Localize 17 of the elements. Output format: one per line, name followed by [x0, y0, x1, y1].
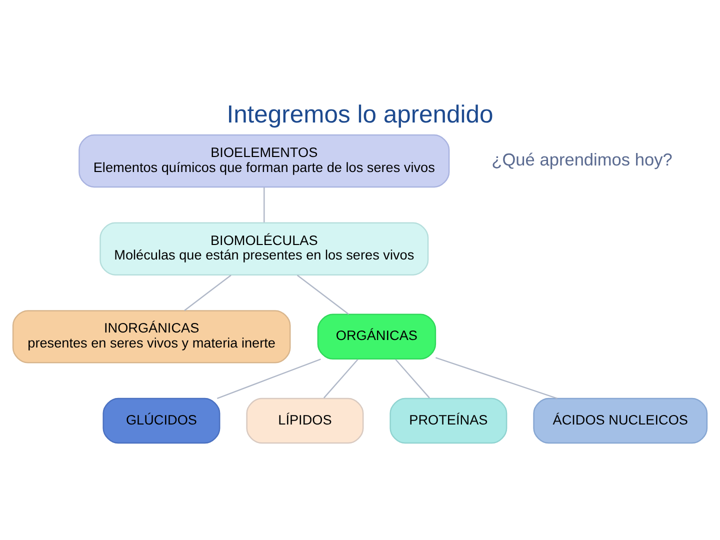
node-box: ORGÁNICAS	[317, 313, 436, 360]
node-box: BIOMOLÉCULAS Moléculas que están presentes en los seres vivos	[100, 222, 429, 275]
node-box: ÁCIDOS NUCLEICOS	[533, 397, 708, 444]
connector	[184, 274, 232, 310]
node-box: GLÚCIDOS	[102, 397, 220, 444]
connector	[296, 274, 350, 314]
node-box: INORGÁNICAS presentes en seres vivos y materia inerte	[12, 310, 291, 363]
label: ¿Qué aprendimos hoy?	[492, 149, 672, 170]
connector	[323, 358, 358, 398]
node-box: PROTEÍNAS	[390, 397, 508, 444]
diagram-title: Integremos lo aprendido	[226, 101, 494, 128]
node-box: BIOELEMENTOS Elementos químicos que forman parte de los seres vivos	[78, 134, 450, 188]
node-box: LÍPIDOS	[246, 397, 364, 444]
connector	[395, 358, 430, 398]
connector	[264, 186, 265, 222]
connector	[216, 358, 321, 398]
connector	[436, 356, 558, 398]
